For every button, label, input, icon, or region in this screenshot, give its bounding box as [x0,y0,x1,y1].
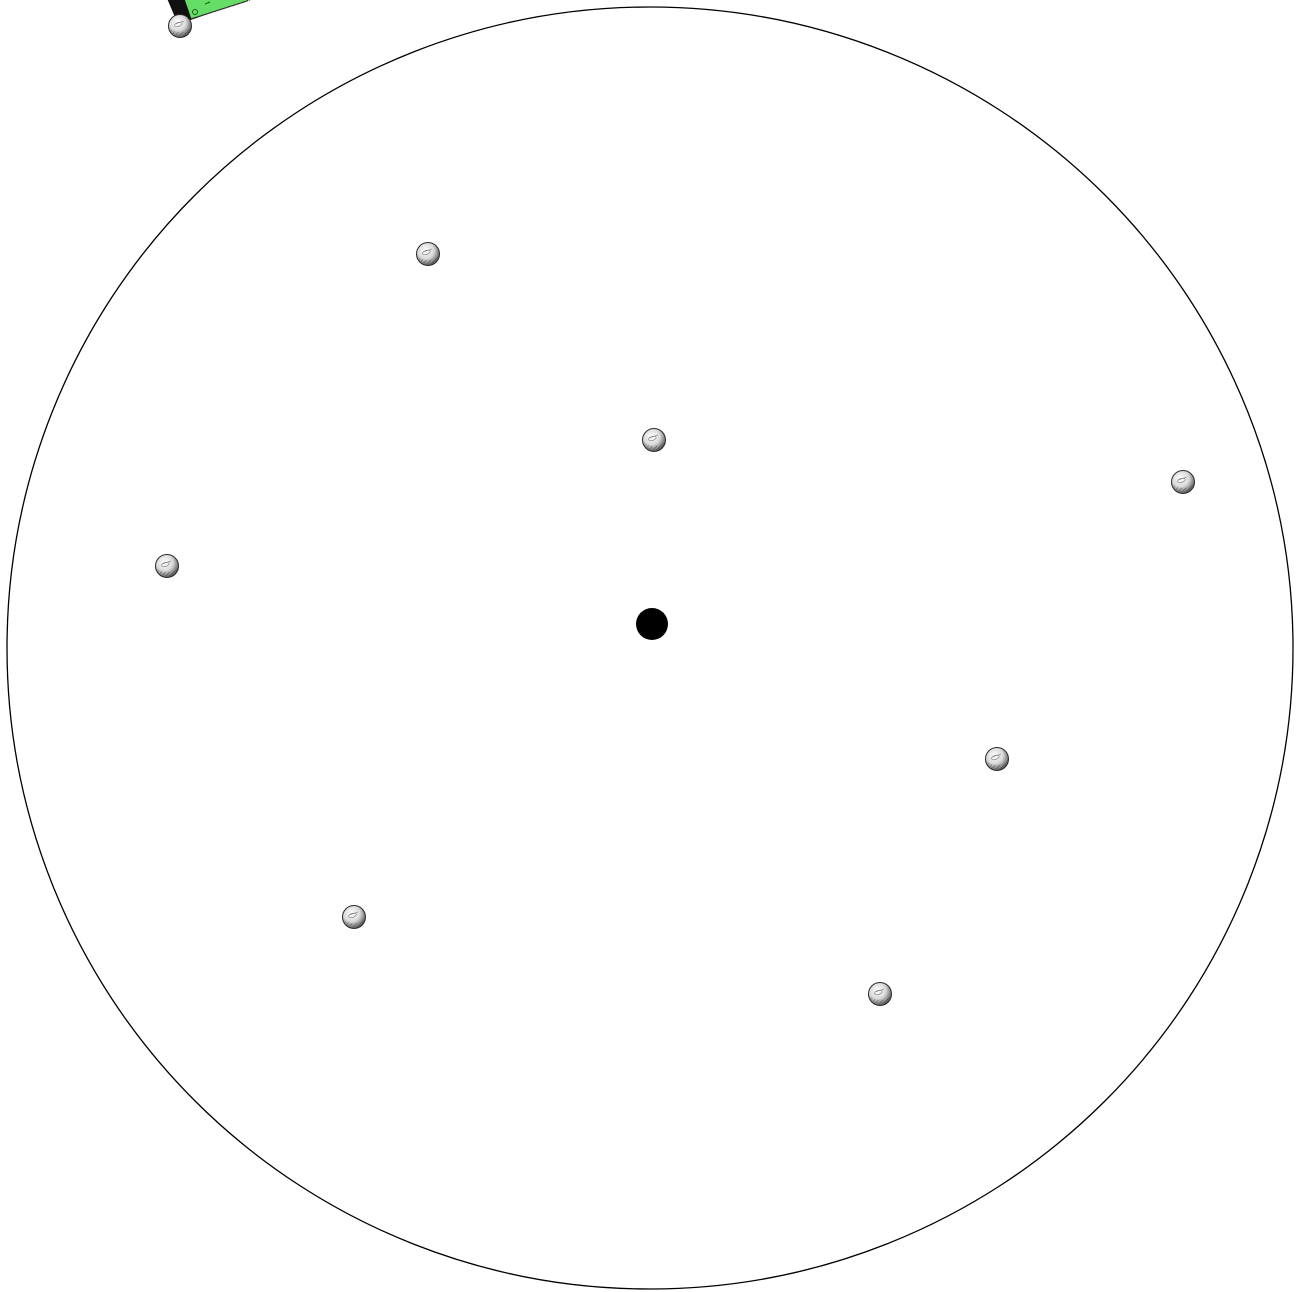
balls-layer [156,15,1195,1006]
golf-ball-icon[interactable] [343,906,366,929]
golf-ball-icon[interactable] [417,243,440,266]
golf-ball-icon[interactable] [169,15,192,38]
golf-ball-icon[interactable] [1172,471,1195,494]
golf-ball-icon[interactable] [156,555,179,578]
board-circle [7,7,1293,1289]
golf-ball-icon[interactable] [869,983,892,1006]
target-dot-icon [636,608,668,640]
golf-ball-icon[interactable] [643,429,666,452]
golf-ball-icon[interactable] [986,748,1009,771]
